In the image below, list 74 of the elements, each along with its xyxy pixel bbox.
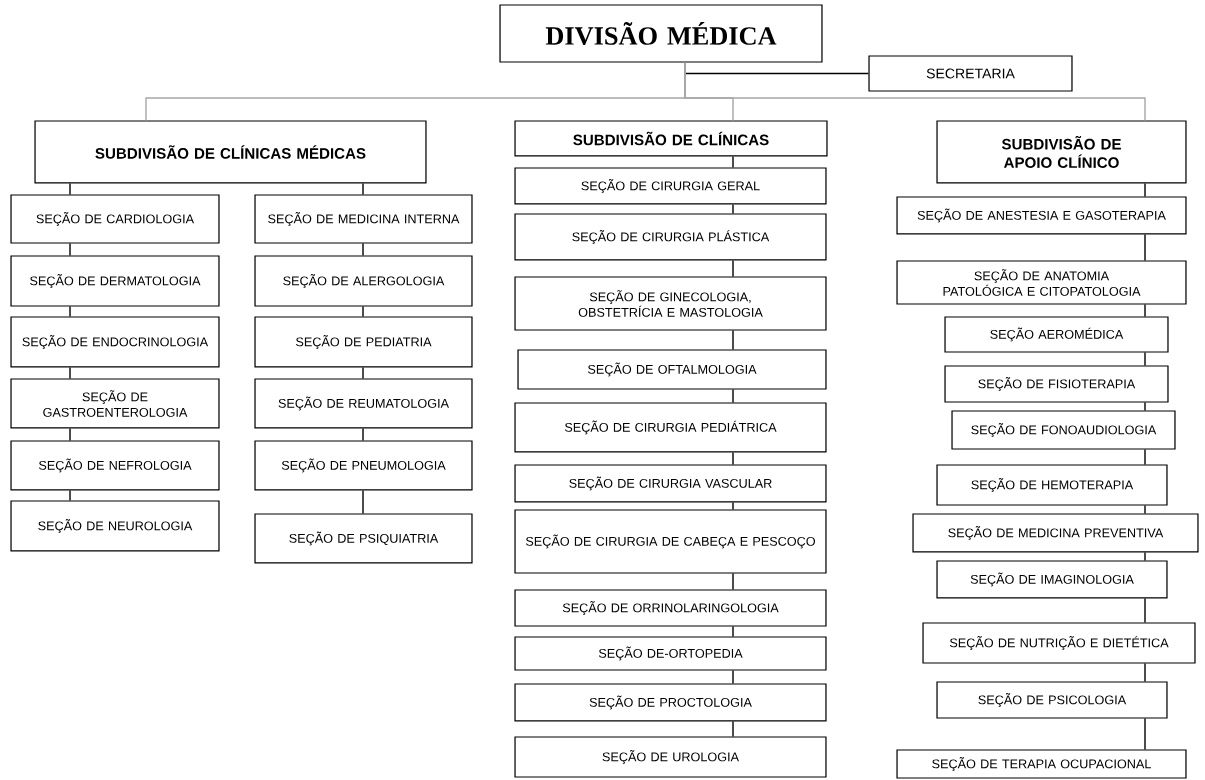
section-box: SEÇÃO DE ANESTESIA E GASOTERAPIA (896, 196, 1187, 235)
section-box: SEÇÃO DE CARDIOLOGIA (10, 194, 220, 244)
connector-line (362, 182, 364, 196)
section-box: SEÇÃO DE MEDICINA PREVENTIVA (912, 513, 1199, 553)
section-box: SEÇÃO DE CIRURGIA GERAL (514, 167, 827, 205)
connector-line (69, 366, 71, 380)
connector-line (732, 720, 734, 738)
connector-line (362, 489, 364, 515)
section-box: SEÇÃO DE CIRURGIA PLÁSTICA (514, 213, 827, 261)
section-box: SEÇÃO DE OFTALMOLOGIA (517, 349, 827, 390)
connector-line (732, 625, 734, 638)
section-box: SEÇÃO DE CIRURGIA PEDIÁTRICA (514, 402, 827, 453)
connector-line (69, 427, 71, 442)
connector-line (732, 451, 734, 466)
section-box: SEÇÃO DE TERAPIA OCUPACIONAL (896, 749, 1187, 779)
section-box: SEÇÃO DE CIRURGIA DE CABEÇA E PESCOÇO (514, 509, 827, 574)
subdivision-box: SUBDIVISÃO DE CLÍNICAS (514, 120, 828, 157)
section-box: SEÇÃO DE MEDICINA INTERNA (254, 194, 473, 244)
section-box: SEÇÃO DE ALERGOLOGIA (254, 255, 473, 307)
connector-line (1144, 182, 1146, 198)
connector-line (69, 305, 71, 318)
section-box: SEÇÃO DE FONOAUDIOLOGIA (951, 410, 1176, 450)
connector-line (1144, 448, 1146, 466)
section-box: SEÇÃO DE CIRURGIA VASCULAR (514, 464, 827, 503)
section-box: SEÇÃO DE-ORTOPEDIA (514, 636, 827, 671)
connector-line (732, 501, 734, 511)
section-box: SEÇÃO DE DERMATOLOGIA (10, 255, 220, 307)
connector-line (362, 366, 364, 380)
section-box: SEÇÃO DE FISIOTERAPIA (944, 365, 1169, 403)
connector-line (1144, 551, 1146, 562)
connector-line (362, 242, 364, 257)
connector-line (69, 182, 71, 196)
section-box: SEÇÃO DE PNEUMOLOGIA (254, 440, 473, 491)
connector-line (732, 203, 734, 215)
connector-line (1144, 662, 1146, 683)
division-box: DIVISÃO MÉDICA (499, 4, 823, 63)
section-box: SEÇÃO DE UROLOGIA (514, 736, 827, 778)
section-box: SEÇÃO DE GINECOLOGIA, OBSTETRÍCIA E MASTOLOGIA (514, 276, 827, 331)
secretariat-box: SECRETARIA (868, 55, 1073, 92)
connector-line (1144, 351, 1146, 367)
connector-line (1144, 504, 1146, 515)
section-box: SEÇÃO DE ORRINOLARINGOLOGIA (514, 589, 827, 627)
section-box: SEÇÃO DE PSIQUIATRIA (254, 513, 473, 564)
connector-line (732, 669, 734, 685)
subdivision-box: SUBDIVISÃO DE CLÍNICAS MÉDICAS (34, 120, 427, 184)
section-box: SEÇÃO DE PROCTOLOGIA (514, 683, 827, 722)
connector-line (732, 155, 734, 169)
connector-line (1144, 233, 1146, 262)
section-box: SEÇÃO DE NEUROLOGIA (10, 500, 220, 552)
section-box: SEÇÃO DE NEFROLOGIA (10, 440, 220, 491)
connector-line (732, 388, 734, 404)
section-box: SEÇÃO DE PSICOLOGIA (936, 681, 1168, 719)
section-box: SEÇÃO DE ENDOCRINOLOGIA (10, 316, 220, 368)
connector-line (1144, 401, 1146, 412)
section-box: SEÇÃO DE GASTROENTEROLOGIA (10, 378, 220, 429)
section-box: SEÇÃO DE NUTRIÇÃO E DIETÉTICA (922, 622, 1196, 664)
section-box: SEÇÃO DE ANATOMIA PATOLÓGICA E CITOPATOLOGIA (896, 260, 1187, 305)
connector-line (1144, 717, 1146, 751)
section-box: SEÇÃO DE PEDIATRIA (254, 316, 473, 368)
section-box: SEÇÃO DE IMAGINOLOGIA (936, 560, 1168, 599)
connector-line (1144, 303, 1146, 318)
connector-line (69, 242, 71, 257)
connector-line (684, 61, 1146, 122)
section-box: SEÇÃO DE REUMATOLOGIA (254, 378, 473, 429)
connector-line (69, 489, 71, 502)
connector-line (362, 305, 364, 318)
section-box: SEÇÃO DE HEMOTERAPIA (936, 464, 1168, 506)
connector-line (732, 572, 734, 591)
connector-line (732, 329, 734, 351)
connector-line (362, 427, 364, 442)
connector-line (1144, 597, 1146, 624)
connector-line (732, 259, 734, 278)
section-box: SEÇÃO AEROMÉDICA (944, 316, 1169, 353)
subdivision-box: SUBDIVISÃO DE APOIO CLÍNICO (936, 120, 1187, 184)
